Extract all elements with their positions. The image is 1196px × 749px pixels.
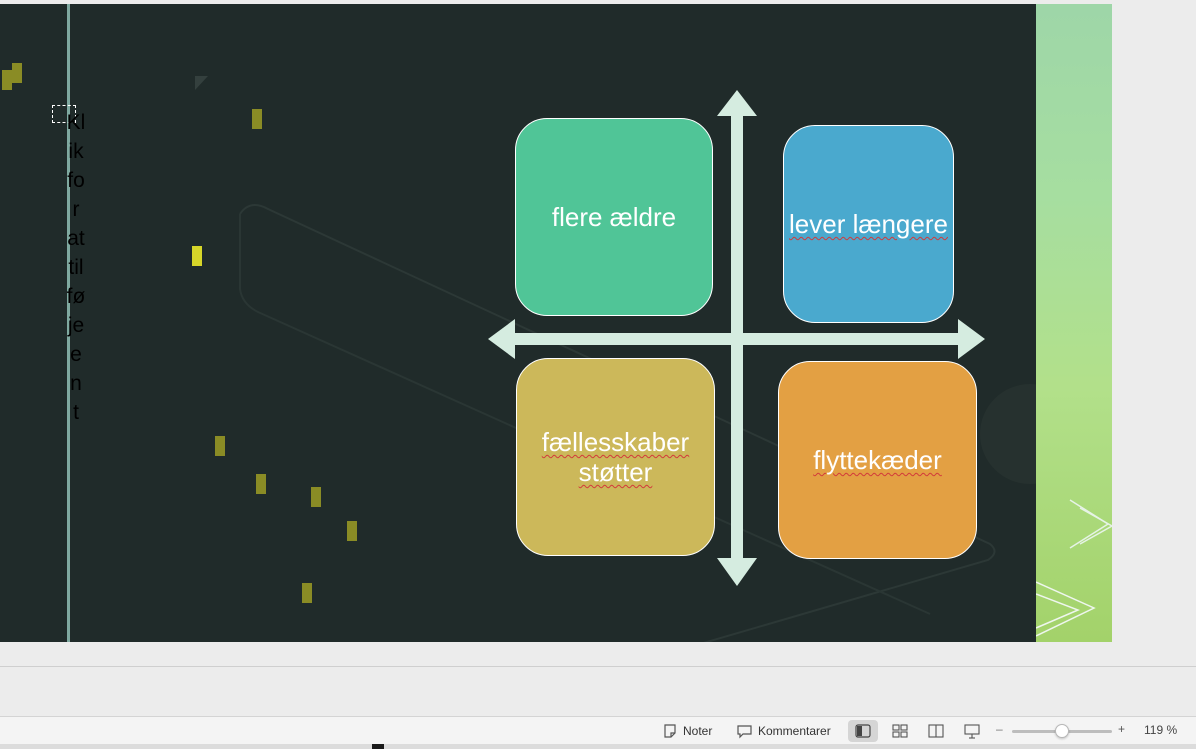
comments-button[interactable]: Kommentarer bbox=[736, 721, 831, 741]
quadrant-label: lever længere bbox=[789, 209, 948, 239]
reading-view-button[interactable] bbox=[921, 720, 951, 742]
comment-icon bbox=[737, 725, 752, 739]
slide-canvas-area: Klik for at tilføje en t flere ældre lev… bbox=[0, 4, 1112, 642]
arrow-head-right bbox=[958, 319, 985, 359]
green-side-strip bbox=[1035, 4, 1112, 642]
pixel-block bbox=[12, 63, 22, 83]
pixel-block bbox=[311, 487, 321, 507]
arrow-head-down bbox=[717, 558, 757, 586]
comments-label: Kommentarer bbox=[758, 724, 831, 738]
status-bar: Noter Kommentarer – bbox=[0, 716, 1196, 745]
notes-pane[interactable] bbox=[0, 666, 1196, 717]
pixel-block bbox=[302, 583, 312, 603]
arrow-head-left bbox=[488, 319, 515, 359]
chevron-decoration bbox=[1035, 499, 1112, 637]
dock-indicator bbox=[372, 744, 384, 749]
normal-view-button[interactable] bbox=[848, 720, 878, 742]
slide-sorter-view-button[interactable] bbox=[885, 720, 915, 742]
pixel-block bbox=[2, 70, 12, 90]
notes-label: Noter bbox=[683, 724, 713, 738]
quadrant-bottom-right[interactable]: flyttekæder bbox=[778, 361, 977, 559]
text-placeholder-handle[interactable] bbox=[52, 105, 76, 123]
zoom-slider-knob[interactable] bbox=[1055, 724, 1069, 738]
quadrant-top-left[interactable]: flere ældre bbox=[515, 118, 713, 316]
normal-view-icon bbox=[855, 724, 871, 738]
presentation-icon bbox=[964, 723, 980, 739]
quadrant-label: fællesskaber støtter bbox=[541, 427, 690, 487]
quadrant-bottom-left[interactable]: fællesskaber støtter bbox=[516, 358, 715, 556]
window-bottom-edge bbox=[0, 744, 1196, 749]
pixel-block bbox=[252, 109, 262, 129]
pixel-block bbox=[192, 246, 202, 266]
pixel-block bbox=[215, 436, 225, 456]
quadrant-label: flere ældre bbox=[551, 202, 677, 232]
grid-view-icon bbox=[892, 724, 908, 738]
horizontal-arrow-shaft bbox=[510, 333, 964, 345]
pixel-block bbox=[347, 521, 357, 541]
zoom-out-button[interactable]: – bbox=[996, 722, 1003, 736]
slide[interactable]: Klik for at tilføje en t flere ældre lev… bbox=[0, 4, 1112, 642]
slideshow-button[interactable] bbox=[957, 720, 987, 742]
notes-button[interactable]: Noter bbox=[662, 721, 712, 741]
cross-arrows bbox=[488, 90, 985, 586]
quadrant-label: flyttekæder bbox=[813, 445, 942, 475]
zoom-in-button[interactable]: + bbox=[1118, 722, 1126, 736]
quadrant-top-right[interactable]: lever længere bbox=[783, 125, 954, 323]
vertical-divider-line bbox=[67, 4, 70, 642]
arrow-head-up bbox=[717, 90, 757, 116]
title-placeholder-text[interactable]: Klik for at tilføje en t bbox=[66, 111, 86, 424]
zoom-percent[interactable]: 119 % bbox=[1144, 723, 1178, 737]
pixel-block bbox=[256, 474, 266, 494]
book-view-icon bbox=[928, 724, 944, 738]
notes-icon bbox=[664, 724, 676, 738]
